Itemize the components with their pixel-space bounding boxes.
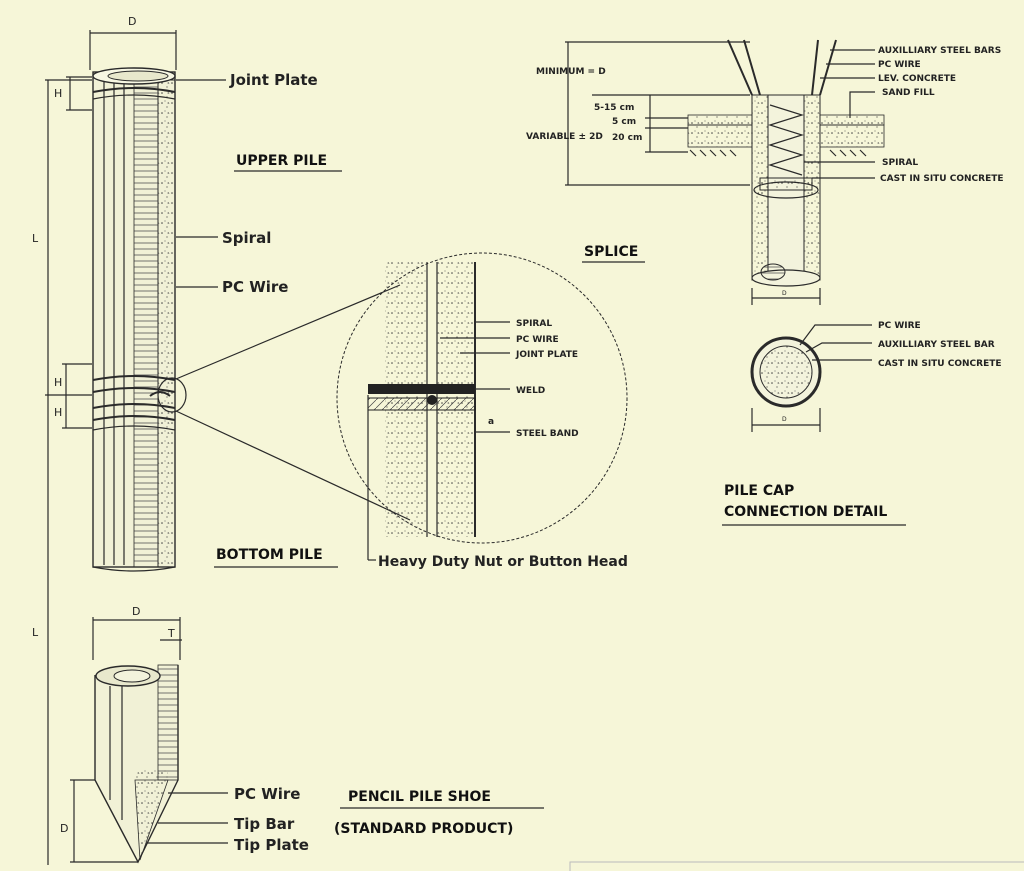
pile-cap-title-line2: CONNECTION DETAIL: [724, 504, 887, 520]
label-joint-plate: Joint Plate: [229, 71, 318, 89]
shoe-title-line1: PENCIL PILE SHOE: [348, 789, 491, 805]
detail-nut-label: Heavy Duty Nut or Button Head: [378, 554, 628, 570]
detail-label-steel-band: STEEL BAND: [516, 429, 579, 439]
splice-dim-3: 20 cm: [612, 133, 642, 143]
shoe-dim-d2: D: [60, 822, 68, 835]
joint-detail: SPIRAL PC WIRE JOINT PLATE WELD a STEEL …: [336, 252, 628, 570]
pile-cap-title-line1: PILE CAP: [724, 483, 794, 499]
shoe-label-tip-bar: Tip Bar: [234, 815, 295, 833]
detail-label-a: a: [488, 417, 494, 427]
shoe-label-pc-wire: PC Wire: [234, 785, 300, 803]
label-pc-wire: PC Wire: [222, 278, 288, 296]
shoe-dim-d: D: [132, 605, 140, 618]
shoe-dim-t: T: [167, 627, 175, 640]
splice-dim-d: D: [782, 290, 787, 297]
splice-drawing: MINIMUM = D VARIABLE ± 2D 5-15 cm 5 cm 2…: [526, 39, 1004, 305]
detail-label-pc-wire: PC WIRE: [516, 335, 559, 345]
spiral-hatch: [133, 79, 159, 568]
splice-dim-1: 5-15 cm: [594, 103, 634, 113]
frame-border: [569, 861, 1024, 871]
upper-pile-dim-l: L: [32, 232, 39, 245]
pencil-pile-shoe: D T L D PC Wire Tip Bar Tip Plate PENCIL…: [32, 605, 544, 864]
section-label-aux-bar: AUXILLIARY STEEL BAR: [878, 340, 995, 350]
bottom-pile-dim-h1: H: [54, 376, 62, 389]
section-label-cast: CAST IN SITU CONCRETE: [878, 359, 1002, 369]
section-label-pc-wire: PC WIRE: [878, 321, 921, 331]
splice-title: SPLICE: [584, 244, 638, 260]
splice-label-cast: CAST IN SITU CONCRETE: [880, 174, 1004, 184]
detail-label-weld: WELD: [516, 386, 545, 396]
splice-dim-2: 5 cm: [612, 117, 636, 127]
pile-concrete-wall: [157, 79, 176, 568]
section-dim-d: D: [782, 416, 787, 423]
upper-pile-title: UPPER PILE: [236, 153, 327, 169]
label-spiral: Spiral: [222, 229, 271, 247]
cross-section: D PC WIRE AUXILLIARY STEEL BAR CAST IN S…: [750, 321, 1002, 432]
detail-label-joint-plate: JOINT PLATE: [515, 350, 578, 360]
splice-label-lev-concrete: LEV. CONCRETE: [878, 74, 956, 84]
shoe-title-line2: (STANDARD PRODUCT): [334, 821, 513, 837]
upper-pile-dim-h: H: [54, 87, 62, 100]
pile-assembly: D H L H H: [32, 15, 411, 865]
splice-minimum-label: MINIMUM = D: [536, 67, 606, 77]
splice-label-spiral: SPIRAL: [882, 158, 918, 168]
splice-variable-label: VARIABLE ± 2D: [526, 132, 603, 142]
splice-label-pc-wire: PC WIRE: [878, 60, 921, 70]
upper-pile-dim-d: D: [128, 15, 136, 28]
splice-label-aux-bars: AUXILLIARY STEEL BARS: [878, 46, 1001, 56]
detail-label-spiral: SPIRAL: [516, 319, 552, 329]
bottom-pile-title: BOTTOM PILE: [216, 547, 323, 563]
splice-label-sand-fill: SAND FILL: [882, 88, 935, 98]
shoe-dim-l: L: [32, 626, 39, 639]
shoe-label-tip-plate: Tip Plate: [234, 836, 309, 854]
bottom-pile-dim-h2: H: [54, 406, 62, 419]
